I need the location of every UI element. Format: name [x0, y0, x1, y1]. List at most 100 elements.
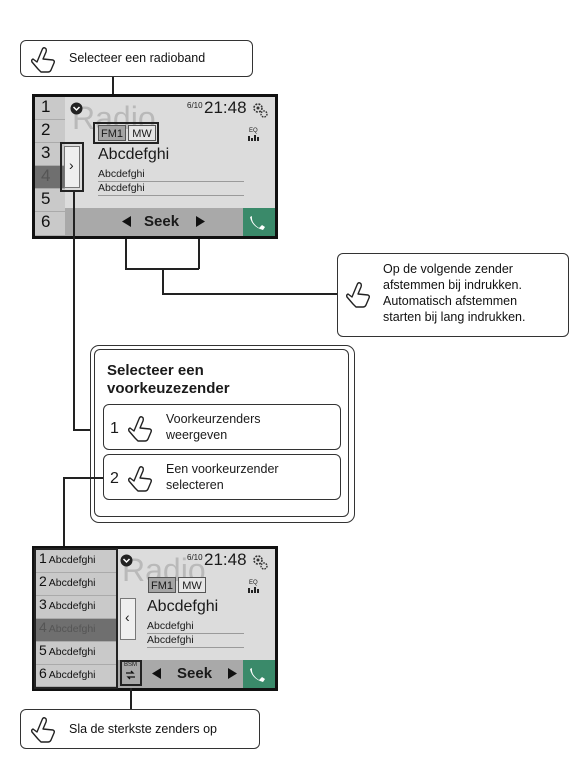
seek-back-icon[interactable] [152, 668, 162, 679]
preset-item-name: Abcdefghi [48, 600, 96, 612]
phone-icon [250, 216, 265, 230]
preset-list-highlight [34, 548, 118, 689]
preset-item-name: Abcdefghi [48, 669, 96, 681]
callout-select-band: Selecteer een radioband [20, 40, 253, 77]
station-info-2: Abcdefghi [98, 182, 145, 194]
preset-box-title-2: voorkeuzezender [107, 380, 230, 397]
seek-forward-icon[interactable] [195, 216, 205, 227]
eq-bars-icon [248, 135, 259, 141]
preset-button[interactable]: 5 [35, 189, 65, 212]
phone-icon [250, 668, 265, 682]
station-name: Abcdefghi [98, 146, 170, 163]
band-mw-tab[interactable]: MW [178, 577, 206, 593]
preset-button-active[interactable]: 4 [35, 166, 65, 189]
preset-item-number: 4 [39, 619, 47, 635]
step-1-text-1: Voorkeurzenders [166, 412, 261, 426]
hand-tap-icon [127, 466, 153, 492]
callout-store-strongest-text: Sla de sterkste zenders op [69, 722, 217, 736]
settings-gear-icon[interactable] [250, 552, 270, 572]
eq-label[interactable]: EQ [249, 580, 258, 586]
hand-tap-icon [345, 282, 371, 308]
station-info-1: Abcdefghi [147, 620, 194, 632]
settings-gear-icon[interactable] [250, 100, 270, 120]
seek-info-line-1: Op de volgende zender [383, 262, 513, 276]
connector-line [63, 477, 103, 479]
radio-screen-top: 1 2 3 4 5 6 Radio 6/10 21:48 EQ FM1 MW ›… [32, 94, 278, 239]
preset-list-toggle-highlight [60, 142, 84, 192]
step-1: 1 Voorkeurzenders weergeven [103, 404, 341, 450]
band-fm1-tab[interactable]: FM1 [98, 125, 126, 141]
seek-info-line-4: starten bij lang indrukken. [383, 310, 526, 324]
menu-down-icon[interactable] [120, 554, 133, 567]
preset-item-number: 6 [39, 665, 47, 681]
preset-item-name: Abcdefghi [48, 554, 96, 566]
connector-line [162, 293, 338, 295]
connector-line [162, 268, 164, 294]
hand-tap-icon [30, 47, 56, 73]
chevron-right-icon: › [69, 157, 74, 173]
band-fm1-tab[interactable]: FM1 [148, 577, 176, 593]
seek-forward-icon[interactable] [227, 668, 237, 679]
station-info-2: Abcdefghi [147, 634, 194, 646]
preset-button[interactable]: 1 [35, 97, 65, 120]
date: 6/10 [187, 553, 203, 562]
eq-bars-icon [248, 587, 259, 593]
station-name: Abcdefghi [147, 598, 219, 615]
seek-info-line-2: afstemmen bij indrukken. [383, 278, 522, 292]
step-2: 2 Een voorkeurzender selecteren [103, 454, 341, 500]
preset-item-number: 3 [39, 596, 47, 612]
date: 6/10 [187, 101, 203, 110]
preset-item-name: Abcdefghi [48, 577, 96, 589]
preset-item-number: 5 [39, 642, 47, 658]
eq-label[interactable]: EQ [249, 128, 258, 134]
preset-box-title-1: Selecteer een [107, 362, 204, 379]
seek-back-icon[interactable] [122, 216, 132, 227]
step-2-text-2: selecteren [166, 478, 224, 492]
seek-label: Seek [177, 665, 213, 682]
preset-list-expand-button[interactable]: › [64, 146, 80, 188]
phone-button[interactable] [243, 208, 275, 236]
bsm-label[interactable]: BSM [124, 662, 138, 668]
menu-down-icon[interactable] [70, 102, 83, 115]
connector-line [198, 239, 200, 269]
callout-store-strongest: Sla de sterkste zenders op [20, 709, 260, 749]
bsm-store-icon[interactable] [125, 670, 136, 680]
preset-button[interactable]: 6 [35, 212, 65, 236]
connector-line [125, 239, 127, 269]
seek-label: Seek [144, 213, 180, 230]
preset-item-name: Abcdefghi [48, 623, 96, 635]
preset-item-number: 2 [39, 573, 47, 589]
hand-tap-icon [127, 416, 153, 442]
preset-button[interactable]: 3 [35, 143, 65, 166]
seek-bar [65, 208, 243, 236]
band-select-highlight [93, 122, 159, 144]
band-mw-tab[interactable]: MW [128, 125, 156, 141]
station-info-1: Abcdefghi [98, 168, 145, 180]
seek-bar [118, 660, 243, 688]
clock: 21:48 [204, 550, 247, 569]
preset-list-collapse-button[interactable]: ‹ [120, 598, 136, 640]
step-2-text-1: Een voorkeurzender [166, 462, 279, 476]
connector-line [130, 688, 132, 710]
seek-info-line-3: Automatisch afstemmen [383, 294, 518, 308]
clock: 21:48 [204, 98, 247, 117]
step-1-text-2: weergeven [166, 428, 228, 442]
preset-button[interactable]: 2 [35, 120, 65, 143]
preset-instructions-box: Selecteer een voorkeuzezender 1 Voorkeur… [90, 345, 355, 523]
connector-line [63, 477, 65, 547]
callout-seek-info: Op de volgende zender afstemmen bij indr… [337, 253, 569, 337]
step-1-number: 1 [110, 420, 119, 437]
phone-button[interactable] [243, 660, 275, 688]
connector-line [73, 192, 75, 430]
preset-item-number: 1 [39, 550, 47, 566]
chevron-left-icon: ‹ [125, 609, 130, 625]
connector-line [112, 77, 114, 95]
